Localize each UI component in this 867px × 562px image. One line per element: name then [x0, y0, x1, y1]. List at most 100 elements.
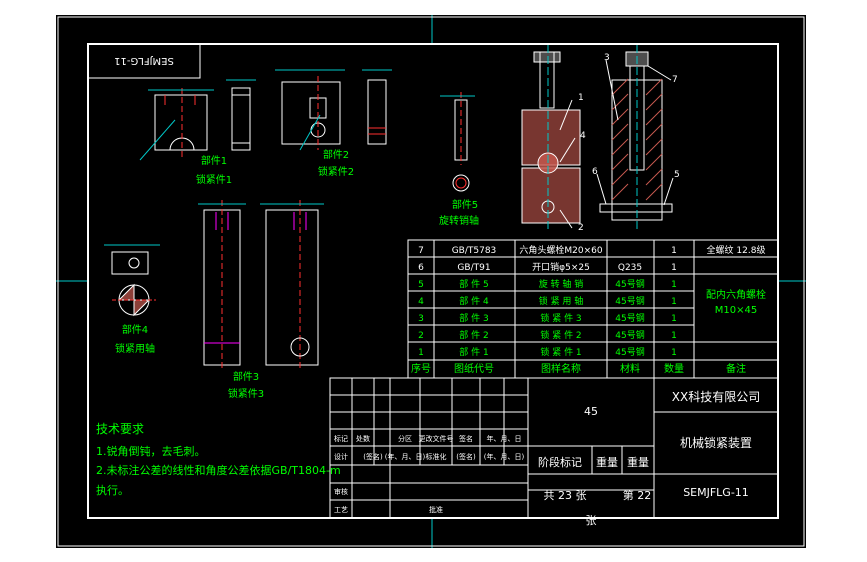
tech-line1: 1.锐角倒钝，去毛刺。: [96, 444, 206, 458]
scale-value: 45: [584, 405, 598, 418]
part1-label-b: 锁紧件1: [196, 173, 232, 186]
bom-cell-name: 旋 转 轴 销: [539, 278, 584, 290]
bom-cell-material: 45号钢: [615, 329, 644, 341]
bom-cell-qty: 1: [671, 348, 677, 358]
label-approve: 批准: [429, 505, 443, 514]
total-sheets: 共 23 张: [544, 489, 587, 502]
label-signature: 签名: [459, 434, 473, 443]
label-sig2: (签名): [456, 452, 476, 461]
part5-label-a: 部件5: [452, 198, 478, 211]
bom-cell-code: GB/T91: [457, 263, 490, 273]
bom-header-material: 材料: [620, 362, 640, 375]
bom-cell-name: 开口销φ5×25: [532, 261, 590, 273]
tech-line3: 执行。: [96, 483, 129, 497]
part4-label-b: 锁紧用轴: [115, 342, 155, 355]
balloon-5: 5: [674, 170, 680, 180]
balloon-7: 7: [672, 75, 678, 85]
part5-drawing: [440, 92, 475, 192]
label-mark: 标记: [334, 434, 348, 443]
balloon-2: 2: [578, 223, 584, 233]
balloon-leaders: [559, 59, 674, 229]
bom-cell-name: 锁 紧 用 轴: [539, 295, 584, 307]
part3-label-a: 部件3: [233, 370, 259, 383]
assembly-view-left: [521, 45, 581, 230]
bom-cell-material: 45号钢: [615, 312, 644, 324]
label-sig1: (签名): [363, 452, 383, 461]
title-block: [329, 377, 779, 519]
drawing-canvas: [56, 15, 806, 548]
part1-label-a: 部件1: [201, 154, 227, 167]
ratio-label: 重量: [627, 455, 649, 469]
bom-cell-qty: 1: [671, 246, 677, 256]
part2-drawing: [275, 69, 392, 151]
bom-cell-no: 5: [418, 280, 424, 290]
drawing-number: SEMJFLG-11: [683, 486, 749, 499]
part2-label-a: 部件2: [323, 148, 349, 161]
part3-label-b: 锁紧件3: [228, 387, 264, 400]
bom-cell-material: Q235: [618, 263, 642, 273]
label-date: 年、月、日: [487, 434, 522, 443]
bom-cell-code: 部 件 4: [459, 295, 489, 307]
bom-cell-qty: 1: [671, 331, 677, 341]
bom-cell-qty: 1: [671, 297, 677, 307]
bom-row: 7 GB/T5783 六角头螺栓M20×60 1 全螺纹 12.8级: [418, 244, 765, 256]
bom-cell-name: 六角头螺栓M20×60: [519, 244, 602, 256]
balloon-1: 1: [578, 93, 584, 103]
bom-cell-qty: 1: [671, 314, 677, 324]
bom-header-qty: 数量: [664, 362, 684, 375]
company-name: XX科技有限公司: [672, 390, 760, 404]
bom-header-no: 序号: [411, 362, 431, 375]
label-zone: 分区: [398, 434, 412, 443]
bom-header-name: 图样名称: [541, 362, 581, 375]
bom-cell-code: 部 件 5: [459, 278, 488, 290]
sheet-number: 第 22: [623, 488, 652, 502]
bom-cell-no: 6: [418, 263, 424, 273]
bom-cell-code: GB/T5783: [452, 246, 497, 256]
stage-mark: 阶段标记: [538, 455, 582, 469]
top-stamp-text: SEMJFLG-11: [114, 55, 174, 66]
label-date1: (年、月、日): [385, 452, 426, 461]
bom-cell-qty: 1: [671, 263, 677, 273]
label-design: 设计: [334, 452, 348, 461]
part3-drawing: [198, 200, 324, 370]
bom-cell-code: 部 件 3: [459, 312, 488, 324]
balloon-6: 6: [592, 167, 598, 177]
top-stamp: SEMJFLG-11: [87, 43, 201, 79]
label-count: 处数: [356, 434, 370, 443]
bom-cell-no: 2: [418, 331, 424, 341]
label-process: 工艺: [334, 506, 348, 514]
balloon-3: 3: [604, 53, 610, 63]
bom-cell-qty: 1: [671, 280, 677, 290]
bom-cell-material: 45号钢: [615, 278, 644, 290]
assembly-view-right: [599, 45, 673, 230]
balloon-4: 4: [580, 131, 586, 141]
outer-border: [57, 16, 805, 547]
bom-rows: 7 GB/T5783 六角头螺栓M20×60 1 全螺纹 12.8级 6 GB/T91 开口销…: [418, 244, 765, 358]
bom-cell-material: 45号钢: [615, 346, 644, 358]
center-marks: [56, 15, 806, 548]
part4-label-a: 部件4: [122, 323, 148, 336]
bom-merged-note2: M10×45: [715, 305, 757, 316]
bom-row: 6 GB/T91 开口销φ5×25 Q235 1: [418, 261, 677, 273]
label-change-doc: 更改文件号: [419, 434, 454, 443]
drawing-name: 机械锁紧装置: [680, 435, 752, 450]
bom-cell-name: 锁 紧 件 1: [540, 346, 581, 358]
bom-row: 5 部 件 5 旋 转 轴 销 45号钢 1: [418, 278, 677, 290]
bom-cell-no: 3: [418, 314, 424, 324]
label-date2: (年、月、日): [484, 452, 525, 461]
part1-drawing: [139, 79, 256, 161]
bom-cell-code: 部 件 2: [459, 329, 488, 341]
label-standard: 标准化: [426, 452, 447, 461]
bom-cell-no: 7: [418, 246, 424, 256]
bom-cell-note: 全螺纹 12.8级: [707, 244, 766, 256]
bom-cell-no: 4: [418, 297, 424, 307]
bom-header-note: 备注: [726, 362, 746, 375]
label-review: 审核: [334, 487, 348, 496]
bom-cell-name: 锁 紧 件 2: [540, 329, 581, 341]
bom-row: 2 部 件 2 锁 紧 件 2 45号钢 1: [418, 329, 677, 341]
sheet-suffix: 张: [586, 514, 597, 527]
